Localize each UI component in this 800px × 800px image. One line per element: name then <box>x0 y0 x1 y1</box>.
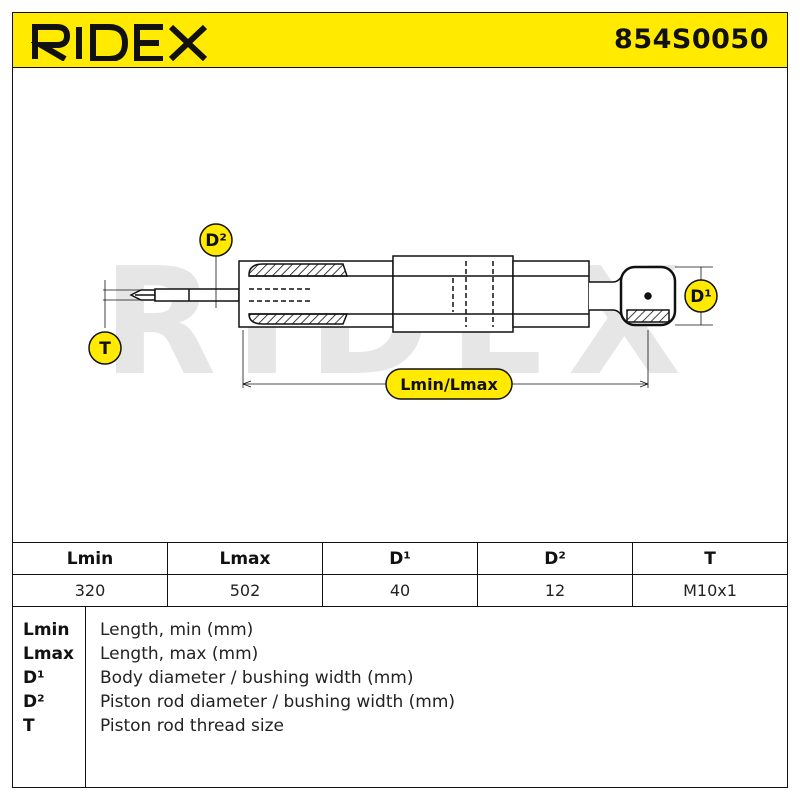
badge-length-label: Lmin/Lmax <box>400 375 498 394</box>
legend-row: Lmin Length, min (mm) <box>13 620 787 644</box>
legend-divider <box>85 606 86 787</box>
legend-desc: Piston rod diameter / bushing width (mm) <box>100 692 456 712</box>
spec-header-lmin: Lmin <box>12 542 168 575</box>
spec-header-d1: D¹ <box>322 542 478 575</box>
spec-value-lmin: 320 <box>12 574 168 607</box>
spec-value-d2: 12 <box>477 574 633 607</box>
badge-length: Lmin/Lmax <box>385 368 513 400</box>
legend-key: D² <box>23 692 45 712</box>
badge-t: T <box>88 331 122 365</box>
bushing-center <box>644 292 652 300</box>
spec-header-d2: D² <box>477 542 633 575</box>
legend: Lmin Length, min (mm) Lmax Length, max (… <box>12 606 788 788</box>
legend-key: Lmin <box>23 620 70 640</box>
shock-absorber-outline <box>129 255 677 333</box>
spec-table: Lmin Lmax D¹ D² T 320 502 40 12 M10x1 <box>12 542 788 607</box>
shock-absorber-diagram: RIDEX <box>88 223 718 408</box>
legend-desc: Length, max (mm) <box>100 644 259 664</box>
ridex-logo <box>31 24 208 61</box>
dust-cover <box>512 260 590 328</box>
badge-d2-label: D² <box>205 231 227 251</box>
legend-desc: Piston rod thread size <box>100 716 285 736</box>
technical-drawing: RIDEX <box>12 68 788 542</box>
part-number: 854S0050 <box>614 24 769 55</box>
legend-desc: Length, min (mm) <box>100 620 254 640</box>
legend-key: D¹ <box>23 668 45 688</box>
legend-desc: Body diameter / bushing width (mm) <box>100 668 414 688</box>
badge-d1: D¹ <box>684 279 718 313</box>
header-bar: 854S0050 <box>12 12 788 68</box>
legend-row: T Piston rod thread size <box>13 716 787 740</box>
seal-bottom <box>248 313 349 325</box>
badge-d2: D² <box>199 223 233 257</box>
spec-header-t: T <box>632 542 788 575</box>
badge-t-label: T <box>99 339 111 359</box>
bushing-hatch <box>626 309 670 323</box>
spec-header-lmax: Lmax <box>167 542 323 575</box>
seal-top <box>248 263 349 277</box>
legend-key: Lmax <box>23 644 74 664</box>
legend-key: T <box>23 716 35 736</box>
piston-rod <box>154 288 240 302</box>
badge-d1-label: D¹ <box>690 287 712 307</box>
spec-table-value-row: 320 502 40 12 M10x1 <box>12 574 788 607</box>
legend-row: Lmax Length, max (mm) <box>13 644 787 668</box>
legend-row: D² Piston rod diameter / bushing width (… <box>13 692 787 716</box>
spec-table-header-row: Lmin Lmax D¹ D² T <box>12 542 788 575</box>
spec-value-t: M10x1 <box>632 574 788 607</box>
spec-value-d1: 40 <box>322 574 478 607</box>
legend-row: D¹ Body diameter / bushing width (mm) <box>13 668 787 692</box>
spec-value-lmax: 502 <box>167 574 323 607</box>
